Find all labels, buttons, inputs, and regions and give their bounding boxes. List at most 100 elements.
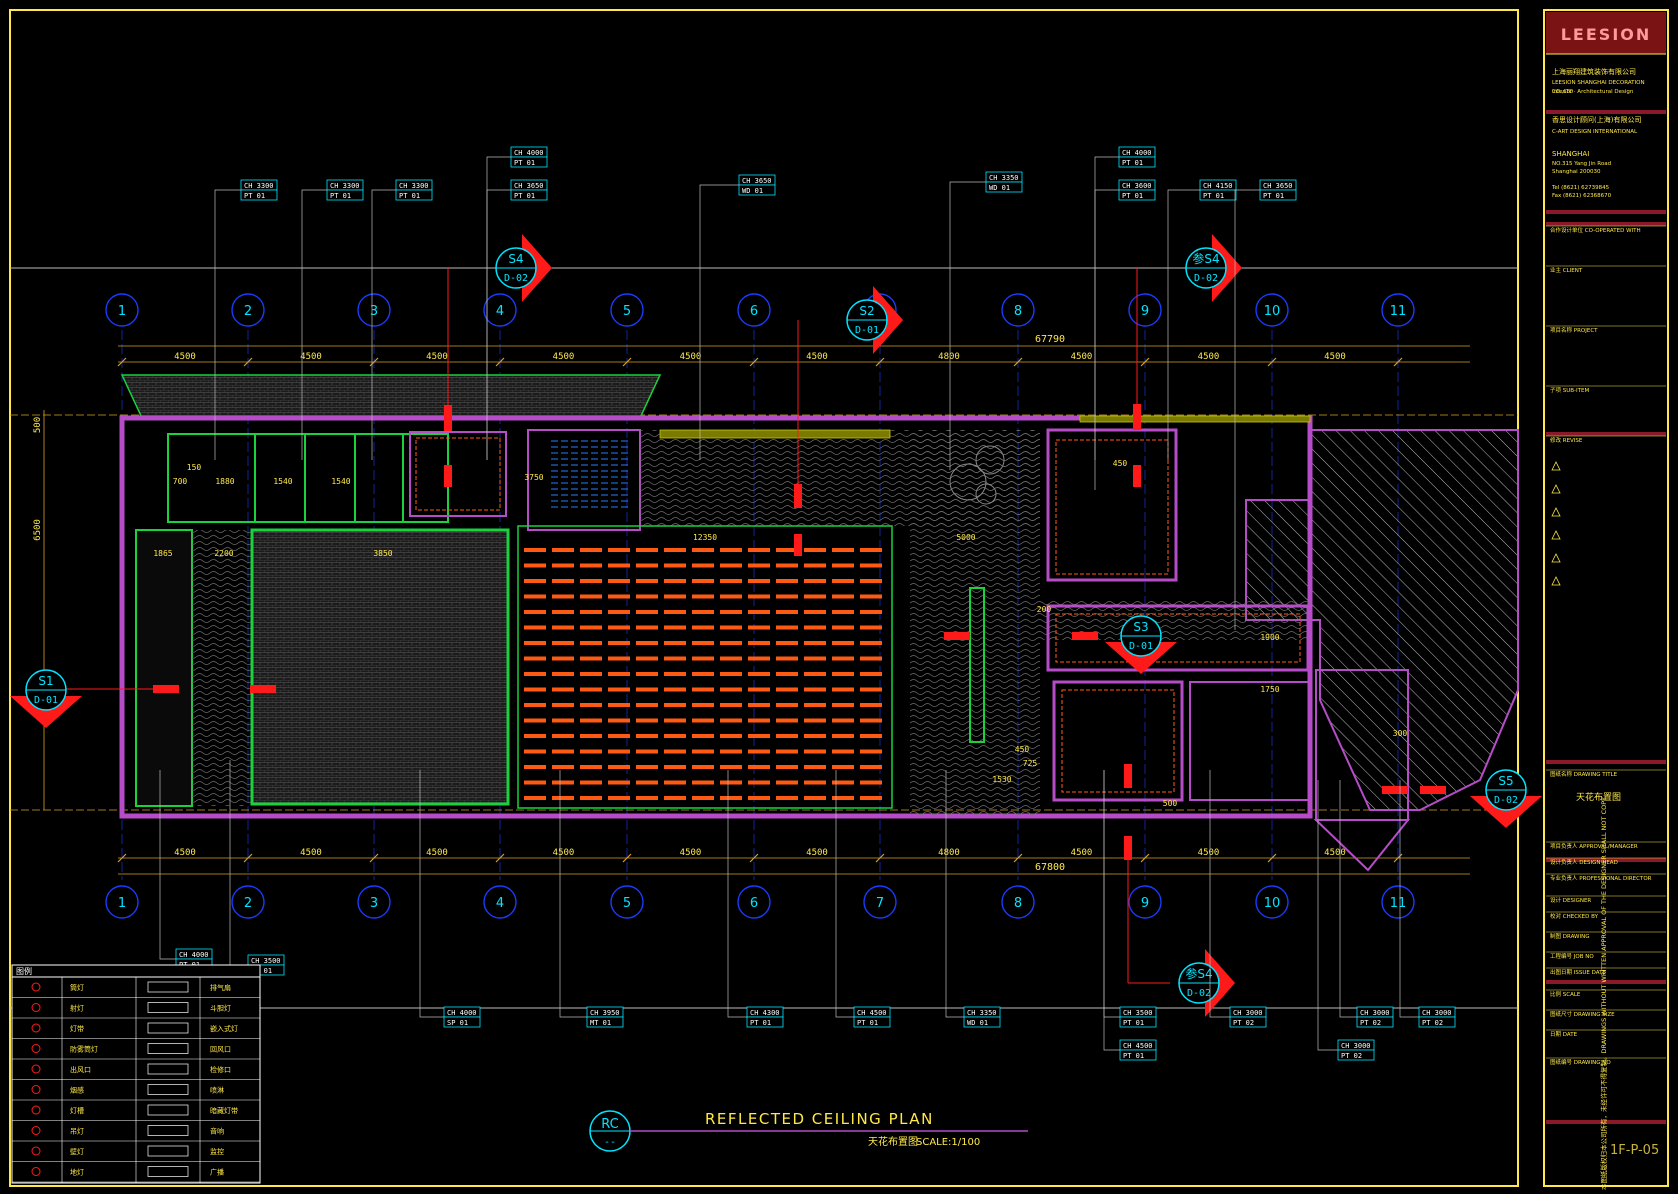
ceiling-slat [636, 734, 658, 738]
grid-bubble [105, 885, 139, 919]
section-mark[interactable]: S5D-02 [1470, 769, 1542, 828]
title-block-band [1546, 210, 1666, 214]
ceiling-slat [664, 625, 686, 630]
legend-label: 监控 [210, 1147, 224, 1156]
section-arrow [522, 234, 552, 302]
title-block-field-label: 设计负责人 DESIGN HEAD [1550, 860, 1618, 866]
ceiling-slat [552, 780, 574, 785]
ceiling-slat [804, 594, 826, 599]
inner-dimension-value: 1750 [1260, 685, 1279, 694]
legend-symbol [31, 1064, 41, 1074]
ceiling-slat [664, 610, 686, 614]
ceiling-slat [608, 610, 630, 614]
legend-label: 喷淋 [210, 1086, 224, 1095]
ceiling-height: CH 3000 [1360, 1009, 1390, 1017]
dimension-tick [117, 357, 127, 367]
ceiling-slat [776, 625, 798, 630]
ceiling-slat [720, 548, 742, 552]
ceiling-slat [804, 796, 826, 800]
ceiling-slat [580, 734, 602, 738]
grid-label: 9 [1141, 896, 1149, 911]
ceiling-slat [748, 703, 770, 707]
ceiling-slat [748, 563, 770, 568]
grid-label: 5 [623, 896, 631, 911]
ceiling-slat [860, 548, 882, 552]
ceiling-slat [664, 641, 686, 645]
ceiling-slat [804, 548, 826, 552]
ceiling-slat [720, 703, 742, 707]
leader-line [1399, 780, 1419, 1018]
ceiling-slat [860, 579, 882, 583]
section-arrow [1470, 796, 1542, 828]
ceiling-height: CH 3950 [590, 1009, 620, 1017]
legend-label: 射灯 [70, 1004, 84, 1013]
ceiling-tag-box [1337, 1049, 1375, 1061]
ceiling-slat [832, 703, 854, 707]
ceiling-slat [552, 765, 574, 769]
ceiling-material: WD 01 [967, 1019, 988, 1027]
title-block-band [1546, 110, 1666, 114]
inner-dimension-value: 1540 [273, 477, 292, 486]
legend-table: 图例 筒灯排气扇射灯斗胆灯灯带嵌入式灯防雾筒灯回风口出风口检修口烟感喷淋灯槽暗藏… [11, 964, 261, 1184]
legend-label: 灯槽 [70, 1106, 84, 1115]
revision-triangle [1551, 576, 1561, 586]
legend-label: 检修口 [210, 1065, 231, 1074]
dimension-tick [495, 357, 505, 367]
dimension-value: 4500 [1071, 352, 1093, 362]
ceiling-slat [776, 563, 798, 568]
dimension-tick [1393, 357, 1403, 367]
ceiling-slat [720, 594, 742, 599]
section-mark[interactable]: S3D-01 [1105, 615, 1177, 674]
leader-line [1094, 156, 1119, 460]
ceiling-slat [832, 625, 854, 630]
leader-line [301, 189, 327, 460]
grid-bubble [1001, 293, 1035, 327]
ceiling-slat [776, 765, 798, 769]
title-block-field-label: 设计 DESIGNER [1550, 898, 1592, 904]
leader-line [371, 189, 396, 460]
ceiling-slat [804, 563, 826, 568]
dimension-value: 4500 [1324, 352, 1346, 362]
section-tag: S3 [1133, 620, 1148, 634]
ceiling-slat [776, 656, 798, 661]
revision-triangle [1551, 530, 1561, 540]
grid-bubble [1255, 885, 1289, 919]
title-block-field-label: 图纸尺寸 DRAWING SIZE [1550, 1012, 1615, 1018]
grid-label: 1 [118, 304, 126, 319]
ceiling-slat [664, 548, 686, 552]
legend-label: 烟感 [70, 1086, 84, 1095]
ceiling-slat [692, 594, 714, 599]
grid-label: 4 [496, 304, 504, 319]
dimension-tick [1267, 357, 1277, 367]
inner-dimension-value: 150 [187, 463, 202, 472]
ceiling-slat [552, 796, 574, 800]
ceiling-slat [860, 672, 882, 676]
ceiling-tag-box [985, 181, 1023, 193]
ceiling-slat [552, 625, 574, 630]
section-mark[interactable]: S1D-01 [10, 669, 82, 728]
ceiling-material: PT 02 [1341, 1052, 1362, 1060]
ceiling-slat [608, 703, 630, 707]
dimension-value: 4500 [1071, 848, 1093, 858]
ceiling-slat [552, 563, 574, 568]
ceiling-slat [804, 656, 826, 661]
leader-line [1339, 780, 1357, 1018]
dimension-value: 4500 [806, 352, 828, 362]
section-mark[interactable]: S2D-01 [846, 286, 903, 354]
city: SHANGHAI [1552, 150, 1590, 158]
ceiling-slat [832, 563, 854, 568]
ceiling-material: PT 01 [244, 192, 265, 200]
ceiling-height: CH 3300 [244, 182, 274, 190]
dimension-value: 4800 [938, 848, 960, 858]
ceiling-tag-box [1119, 1016, 1157, 1028]
ceiling-slat [664, 563, 686, 568]
section-tag: S4 [508, 252, 523, 266]
section-mark[interactable]: S4D-02 [495, 234, 552, 302]
